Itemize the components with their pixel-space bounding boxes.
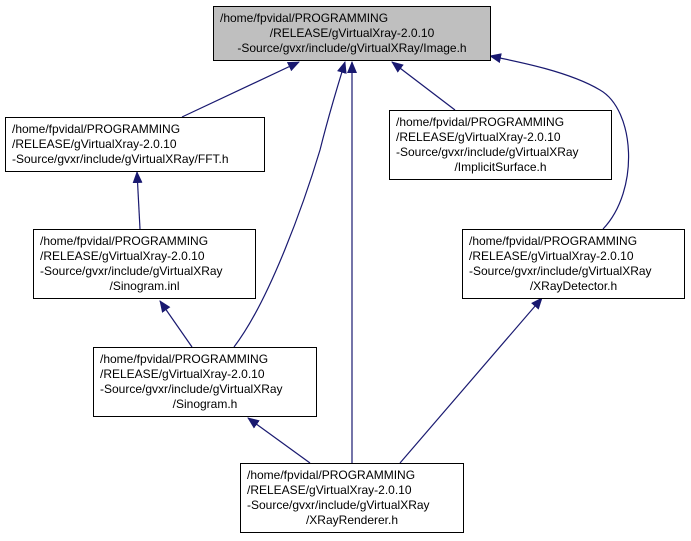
edge-xray-renderer-to-sinogram-h	[247, 417, 311, 464]
node-label-line: -Source/gvxr/include/gVirtualXRay	[469, 264, 652, 278]
node-implicit-surface-h[interactable]: /home/fpvidal/PROGRAMMING /RELEASE/gVirt…	[389, 110, 612, 180]
node-label-line: /RELEASE/gVirtualXray-2.0.10	[269, 26, 435, 40]
node-label-line: /home/fpvidal/PROGRAMMING	[220, 11, 389, 25]
edge-sinogram-h-to-image	[233, 61, 347, 348]
node-image-h[interactable]: /home/fpvidal/PROGRAMMING /RELEASE/gVirt…	[213, 6, 491, 61]
node-label-line: -Source/gvxr/include/gVirtualXRay	[100, 382, 283, 396]
node-label-line: -Source/gvxr/include/gVirtualXRay	[396, 145, 579, 159]
node-label-line: /home/fpvidal/PROGRAMMING	[396, 115, 565, 129]
node-label-line: /home/fpvidal/PROGRAMMING	[40, 234, 209, 248]
node-label-line: /RELEASE/gVirtualXray-2.0.10	[12, 137, 177, 151]
node-xray-renderer-h[interactable]: /home/fpvidal/PROGRAMMING /RELEASE/gVirt…	[240, 463, 464, 533]
node-label-line: /RELEASE/gVirtualXray-2.0.10	[40, 249, 205, 263]
node-label-line: /Sinogram.h	[172, 397, 238, 411]
node-label-line: -Source/gvxr/include/gVirtualXRay/FFT.h	[12, 152, 229, 166]
edge-sinogram-inl-to-fft	[132, 171, 143, 230]
node-label-line: /home/fpvidal/PROGRAMMING	[12, 122, 181, 136]
node-label-line: /XRayRenderer.h	[305, 513, 399, 527]
node-label-line: /RELEASE/gVirtualXray-2.0.10	[100, 367, 265, 381]
node-label-line: /home/fpvidal/PROGRAMMING	[469, 234, 638, 248]
edge-fft-to-image	[181, 61, 300, 118]
node-label-line: /RELEASE/gVirtualXray-2.0.10	[396, 130, 561, 144]
node-label-line: /XRayDetector.h	[529, 279, 618, 293]
edge-xray-detector-to-image	[489, 53, 630, 230]
edge-xray-renderer-to-xray-detector	[399, 297, 543, 464]
node-label-line: /Sinogram.inl	[109, 279, 180, 293]
node-fft-h[interactable]: /home/fpvidal/PROGRAMMING /RELEASE/gVirt…	[5, 117, 265, 172]
node-sinogram-h[interactable]: /home/fpvidal/PROGRAMMING /RELEASE/gVirt…	[93, 347, 317, 417]
node-label-line: /ImplicitSurface.h	[454, 160, 547, 174]
node-label-line: -Source/gvxr/include/gVirtualXRay/Image.…	[237, 41, 467, 55]
edge-sinogram-h-to-sinogram-inl	[159, 300, 193, 348]
node-label-line: /RELEASE/gVirtualXray-2.0.10	[247, 483, 412, 497]
node-label-line: /RELEASE/gVirtualXray-2.0.10	[469, 249, 634, 263]
node-sinogram-inl[interactable]: /home/fpvidal/PROGRAMMING /RELEASE/gVirt…	[33, 229, 256, 299]
node-label-line: -Source/gvxr/include/gVirtualXRay	[40, 264, 223, 278]
node-label-line: -Source/gvxr/include/gVirtualXRay	[247, 498, 430, 512]
node-xray-detector-h[interactable]: /home/fpvidal/PROGRAMMING /RELEASE/gVirt…	[462, 229, 685, 299]
edge-implicit-surface-to-image	[391, 61, 456, 111]
node-label-line: /home/fpvidal/PROGRAMMING	[247, 468, 416, 482]
node-label-line: /home/fpvidal/PROGRAMMING	[100, 352, 269, 366]
